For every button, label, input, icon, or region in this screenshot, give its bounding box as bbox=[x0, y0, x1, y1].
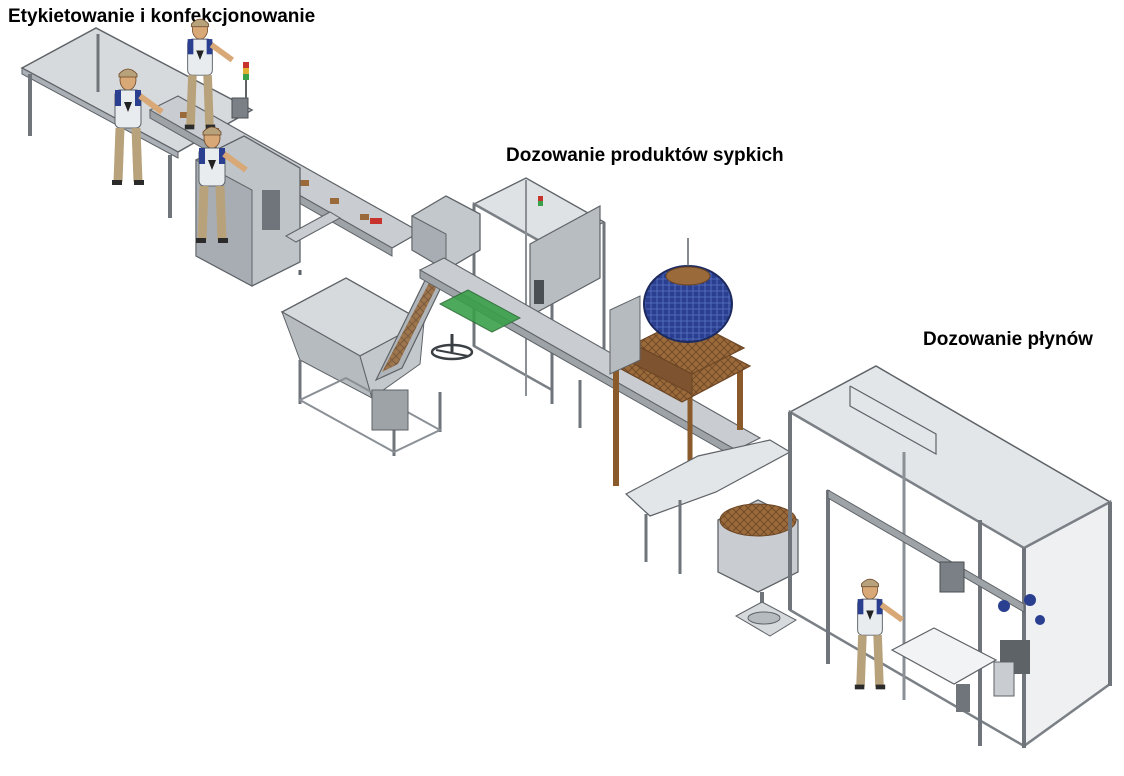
main-conveyor bbox=[418, 257, 762, 459]
rotary-table bbox=[717, 499, 799, 637]
liquid-dosing-pumps bbox=[998, 594, 1045, 674]
dosing-frame-cabinet bbox=[472, 177, 606, 404]
label-dry-dosing-section: Dozowanie produktów sypkich bbox=[506, 145, 784, 166]
weigher-stand bbox=[610, 317, 752, 486]
operator-packing-1 bbox=[112, 68, 164, 185]
office-chair bbox=[430, 334, 474, 361]
signal-tower bbox=[243, 62, 249, 98]
filling-machine-head bbox=[411, 195, 481, 271]
signal-tower bbox=[538, 196, 543, 206]
label-liquid-dosing-section: Dozowanie płynów bbox=[923, 329, 1093, 350]
liquid-outfeed-table bbox=[890, 627, 1015, 712]
dry-dosing-section bbox=[411, 177, 799, 637]
label-labeling-section: Etykietowanie i konfekcjonowanie bbox=[8, 6, 316, 27]
multihead-weigher bbox=[609, 238, 752, 486]
operator-packing-2 bbox=[184, 18, 234, 130]
operator-liquid-dosing bbox=[854, 578, 904, 690]
operator-labeling bbox=[196, 126, 248, 243]
liquid-dosing-section bbox=[788, 365, 1112, 749]
weigher-buckets bbox=[643, 238, 733, 343]
